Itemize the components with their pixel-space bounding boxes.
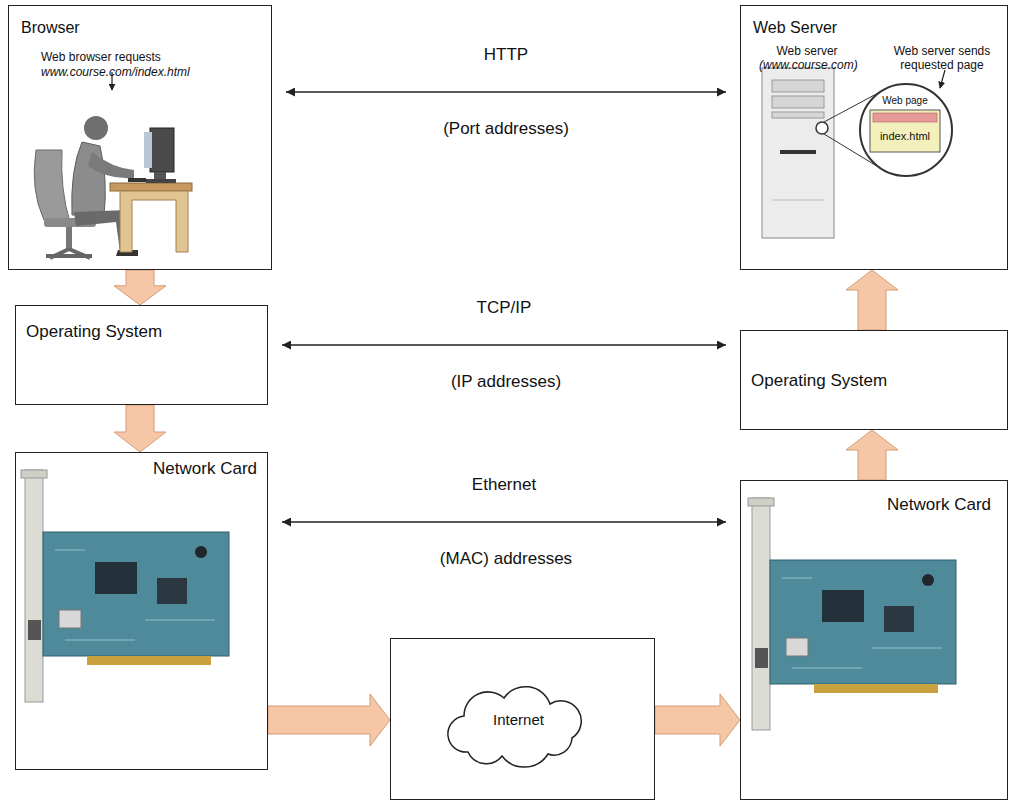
card-bracket: [25, 470, 43, 702]
web-page-bar: [873, 113, 937, 122]
protocol-arrow: [286, 91, 726, 92]
card-contacts: [87, 656, 211, 665]
keyboard: [128, 178, 146, 182]
card-chip: [884, 606, 914, 632]
box-title: Operating System: [751, 371, 887, 391]
card-part: [786, 638, 808, 656]
inset-label: Web page: [755, 95, 1014, 107]
box-caption: Web server sends requested page: [881, 44, 1003, 73]
panel-line: [772, 200, 824, 201]
desk-top: [110, 183, 192, 191]
data-flow-arrow: [114, 270, 166, 305]
server-tower: [762, 68, 834, 238]
layer-box: Web ServerWeb server(www.course.com) Web …: [740, 5, 1008, 270]
card-port: [28, 620, 41, 640]
box-title: Web Server: [753, 18, 837, 37]
inset-label: index.html: [755, 130, 1014, 143]
box-title: Internet: [391, 711, 646, 729]
protocol-label: Ethernet: [354, 475, 654, 495]
data-flow-arrow: [655, 694, 740, 746]
protocol-label: TCP/IP: [354, 298, 654, 318]
monitor-screen: [144, 132, 152, 168]
protocol-arrow: [282, 344, 726, 345]
card-traces: [55, 550, 215, 640]
disk-slot: [780, 150, 816, 154]
desk-frame: [120, 191, 188, 252]
drive-bay: [772, 80, 824, 92]
drive-bay: [772, 112, 824, 118]
card-chip: [157, 578, 187, 604]
box-title: Operating System: [26, 322, 162, 342]
layer-box: BrowserWeb browser requestswww.course.co…: [8, 5, 272, 270]
data-flow-arrow: [846, 270, 898, 330]
data-flow-arrow: [846, 430, 898, 480]
monitor-base: [146, 179, 176, 183]
drive-bay: [772, 96, 824, 108]
data-flow-arrow: [268, 694, 390, 746]
chair-back: [34, 150, 70, 222]
network-card-picture: [21, 470, 229, 702]
pointer-line: [940, 70, 945, 88]
layer-box: Network Card: [15, 452, 268, 770]
card-traces: [782, 578, 942, 668]
address-note: (IP addresses): [356, 372, 656, 392]
card-pcb: [770, 560, 956, 684]
person-at-desk: [34, 72, 192, 258]
server-illustration: [762, 68, 952, 238]
card-contacts: [814, 684, 938, 693]
box-title: Network Card: [153, 459, 257, 479]
person-head: [84, 116, 108, 140]
protocol-arrow: [282, 521, 726, 522]
card-bracket-tab: [748, 498, 774, 506]
box-caption: (www.course.com): [759, 58, 855, 72]
card-part: [59, 610, 81, 628]
network-card-picture: [748, 498, 956, 730]
card-port: [755, 648, 768, 668]
layer-box: Network Card: [740, 480, 1008, 800]
card-pcb: [43, 532, 229, 656]
monitor: [150, 128, 174, 172]
card-bracket-tab: [21, 470, 47, 478]
monitor-stand: [154, 172, 166, 180]
box-caption: Web browser requests: [41, 50, 161, 64]
chair-post: [66, 227, 72, 249]
layer-box: Internet: [390, 638, 655, 800]
zoom-point: [816, 122, 828, 134]
person-torso: [72, 142, 106, 215]
address-note: (MAC) addresses: [356, 549, 656, 569]
card-part: [195, 546, 207, 558]
card-bracket: [752, 498, 770, 730]
data-flow-arrow: [114, 405, 166, 452]
layer-box: Operating System: [15, 305, 268, 405]
card-part: [922, 574, 934, 586]
chair-base: [46, 249, 92, 258]
box-caption: Web server: [759, 44, 855, 58]
layer-box: Operating System: [740, 330, 1008, 430]
person-arm: [88, 152, 134, 178]
box-title: Network Card: [887, 495, 991, 515]
protocol-label: HTTP: [356, 45, 656, 65]
box-title: Browser: [21, 18, 80, 37]
card-chip: [822, 590, 864, 622]
box-caption: www.course.com/index.html: [41, 65, 190, 79]
address-note: (Port addresses): [356, 119, 656, 139]
card-chip: [95, 562, 137, 594]
